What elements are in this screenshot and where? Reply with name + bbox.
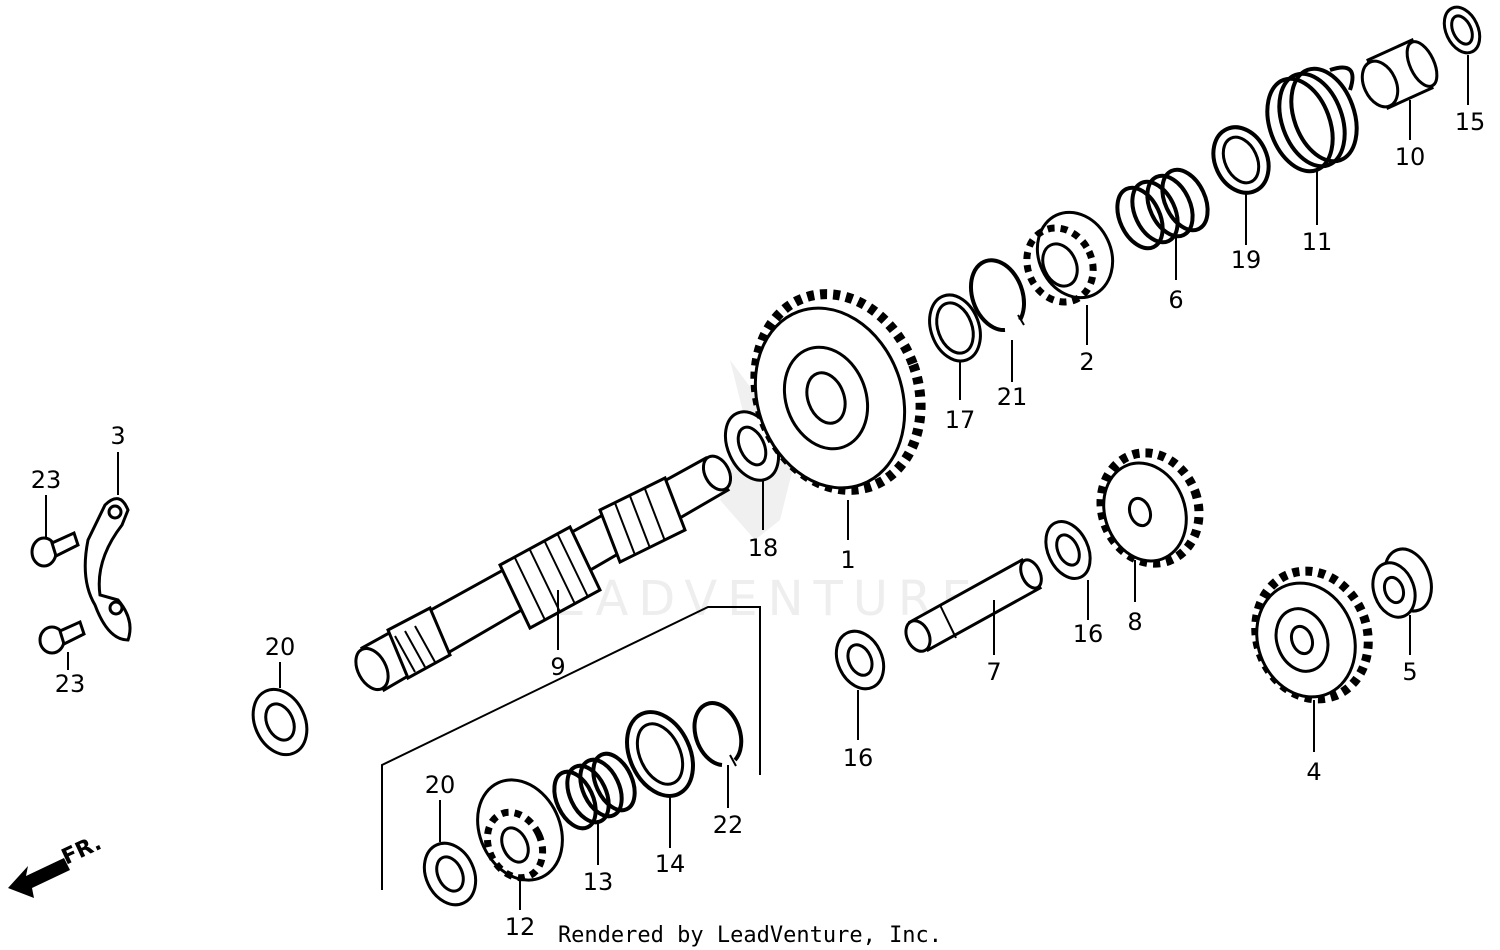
- part-2-ratchet[interactable]: [1015, 200, 1126, 313]
- callout-7: 7: [986, 658, 1001, 686]
- callout-20-upper: 20: [265, 633, 296, 661]
- callout-12: 12: [505, 913, 536, 941]
- callouts: 1 2 3 4 5 6 7 8 9 10 11 12 13 14 15 16 1…: [31, 108, 1486, 941]
- callout-16-left: 16: [843, 744, 874, 772]
- part-7-shaft[interactable]: [901, 557, 1045, 656]
- part-1-large-gear[interactable]: [729, 271, 948, 514]
- part-20-washer-lower[interactable]: [415, 835, 486, 913]
- part-3-bracket[interactable]: [83, 497, 132, 642]
- part-23-bolt-upper[interactable]: [30, 530, 80, 568]
- part-8-idle-gear[interactable]: [1086, 439, 1215, 577]
- callout-14: 14: [655, 850, 686, 878]
- callout-23-lower: 23: [55, 670, 86, 698]
- part-5-bushing[interactable]: [1366, 542, 1440, 623]
- callout-1: 1: [840, 546, 855, 574]
- callout-17: 17: [945, 406, 976, 434]
- leader-lines: [45, 55, 1469, 910]
- part-22-snap-ring[interactable]: [692, 701, 744, 767]
- callout-9: 9: [550, 653, 565, 681]
- part-15-washer[interactable]: [1437, 1, 1486, 58]
- callout-20-lower: 20: [425, 771, 456, 799]
- part-19-washer[interactable]: [1203, 118, 1279, 202]
- callout-21: 21: [997, 383, 1028, 411]
- part-14-washer[interactable]: [614, 701, 706, 806]
- callout-16-right: 16: [1073, 620, 1104, 648]
- front-arrow-icon: [8, 858, 70, 898]
- part-9-main-shaft[interactable]: [349, 451, 736, 695]
- callout-22: 22: [713, 811, 744, 839]
- callout-19: 19: [1231, 246, 1262, 274]
- part-4-gear[interactable]: [1238, 555, 1386, 715]
- footer-credit: Rendered by LeadVenture, Inc.: [558, 923, 942, 948]
- part-23-bolt-lower[interactable]: [38, 619, 86, 655]
- assembly-bracket: [381, 606, 761, 890]
- part-11-kick-spring[interactable]: [1255, 60, 1368, 181]
- callout-5: 5: [1402, 658, 1417, 686]
- part-21-snap-ring[interactable]: [968, 258, 1027, 333]
- part-20-washer-upper[interactable]: [243, 681, 317, 764]
- part-13-spring[interactable]: [546, 747, 643, 835]
- front-arrow-label: FR.: [58, 831, 105, 871]
- callout-6: 6: [1168, 286, 1183, 314]
- part-10-collar[interactable]: [1355, 37, 1443, 112]
- front-direction-arrow: FR.: [8, 831, 105, 898]
- callout-4: 4: [1306, 758, 1321, 786]
- callout-2: 2: [1079, 348, 1094, 376]
- callout-15: 15: [1455, 108, 1486, 136]
- callout-8: 8: [1127, 608, 1142, 636]
- part-16-washer-right[interactable]: [1037, 514, 1099, 585]
- callout-13: 13: [583, 868, 614, 896]
- callout-3: 3: [110, 422, 125, 450]
- part-6-spring[interactable]: [1108, 163, 1216, 256]
- part-16-washer-left[interactable]: [827, 624, 892, 697]
- part-17-ring[interactable]: [921, 288, 989, 368]
- callout-18: 18: [748, 534, 779, 562]
- callout-10: 10: [1395, 143, 1426, 171]
- callout-23-upper: 23: [31, 466, 62, 494]
- callout-11: 11: [1302, 228, 1333, 256]
- part-12-ratchet[interactable]: [462, 766, 578, 894]
